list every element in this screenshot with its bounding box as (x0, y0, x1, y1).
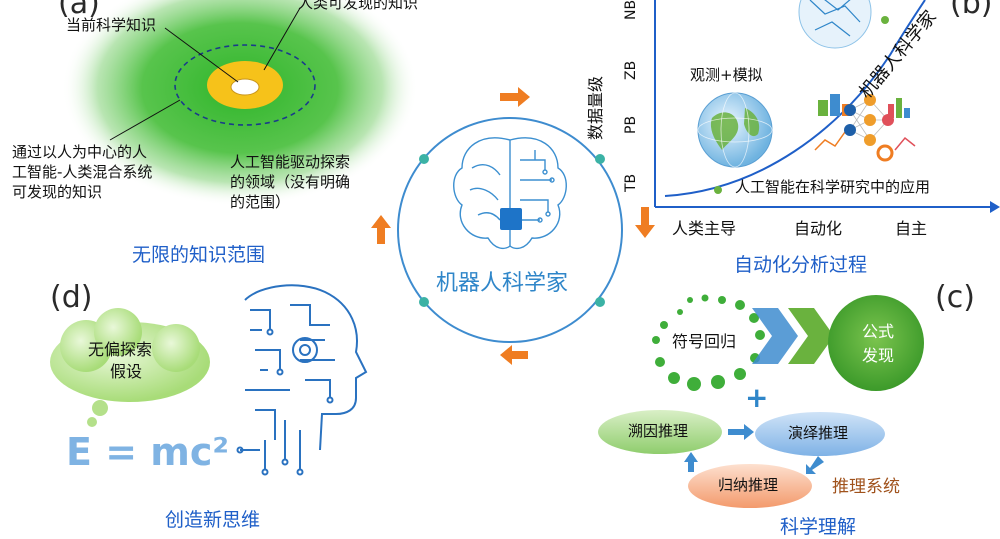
label-ai-line2: 的领域（没有明确 (230, 173, 351, 191)
arrow-top (500, 87, 530, 107)
inductive-box[interactable] (688, 464, 812, 508)
panel-label-d: (d) (50, 280, 93, 315)
label-ai-line1: 人工智能驱动探索 (230, 153, 351, 171)
label-hybrid-line3: 可发现的知识 (12, 183, 103, 201)
label-ai-line3: 的范围） (230, 193, 291, 211)
label-inductive: 归纳推理 (718, 476, 779, 494)
thought-line2: 假设 (110, 362, 143, 381)
curve-point-1 (714, 186, 722, 194)
title-panel-a: 无限的知识范围 (132, 244, 266, 266)
connector-dot-left (419, 154, 429, 164)
arrow-right-down (635, 207, 655, 238)
connector-dot-bottom-left (419, 297, 429, 307)
formula-discovery-bubble (828, 295, 924, 391)
title-panel-b: 自动化分析过程 (734, 254, 868, 276)
plus-sign: + (745, 381, 769, 414)
arrow-deductive-inductive (806, 456, 824, 474)
equation: E = mc² (66, 430, 230, 474)
y-tick-nb: NB (623, 0, 639, 20)
label-abductive: 溯因推理 (628, 422, 689, 440)
y-tick-zb: ZB (623, 60, 639, 80)
robot-scientist-curve (664, 0, 926, 197)
deductive-box[interactable] (755, 412, 885, 456)
y-tick-tb: TB (623, 173, 639, 192)
arrow-bottom (500, 345, 528, 365)
curve-point-3 (881, 16, 889, 24)
thought-line1: 无偏探索 (88, 340, 153, 359)
title-panel-c: 科学理解 (780, 516, 857, 538)
label-hybrid-line1: 通过以人为中心的人 (12, 143, 148, 161)
x-tick-human-led: 人类主导 (672, 219, 737, 238)
symbolic-regression-dots (652, 294, 765, 391)
neural-network-icon (814, 94, 916, 162)
circuit-head-icon (236, 284, 368, 476)
chevron-arrow-icon (752, 308, 834, 364)
title-panel-d: 创造新思维 (165, 509, 261, 531)
thought-cloud-icon (50, 308, 210, 427)
label-ai-application: 人工智能在科学研究中的应用 (735, 178, 931, 196)
network-sphere-icon (798, 0, 872, 49)
formula-line2: 发现 (862, 346, 895, 365)
label-symbolic-regression: 符号回归 (672, 332, 737, 351)
arrow-abductive-deductive (728, 424, 754, 440)
y-axis-label: 数据量级 (586, 75, 605, 140)
chip-square (500, 208, 522, 230)
label-current-knowledge: 当前科学知识 (66, 16, 157, 34)
current-knowledge-area (230, 78, 260, 96)
panel-label-c: (c) (935, 280, 975, 315)
label-deductive: 演绎推理 (788, 424, 849, 442)
abductive-box[interactable] (598, 410, 722, 454)
panel-label-a: (a) (58, 0, 100, 21)
formula-line1: 公式 (862, 322, 895, 341)
label-reasoning-system: 推理系统 (832, 477, 900, 497)
x-axis-arrowhead (990, 201, 1000, 213)
label-hybrid-line2: 工智能-人类混合系统 (12, 163, 153, 181)
pointer-hybrid (109, 99, 181, 141)
hybrid-knowledge-boundary (174, 44, 316, 126)
connector-dot-right (595, 154, 605, 164)
label-human-discoverable: 人类可发现的知识 (298, 0, 419, 12)
connector-dot-bottom-right (595, 297, 605, 307)
arrow-left-up (371, 215, 391, 244)
pointer-human (263, 7, 301, 71)
pointer-current (164, 27, 239, 83)
globe-icon (697, 92, 773, 168)
title-center: 机器人科学家 (436, 271, 569, 296)
x-tick-autonomous: 自主 (895, 219, 928, 238)
x-tick-automation: 自动化 (794, 219, 843, 238)
label-observe-simulate: 观测+模拟 (690, 66, 763, 84)
panel-label-b: (b) (950, 0, 993, 21)
y-tick-pb: PB (623, 115, 639, 134)
arrow-inductive-abductive (684, 452, 698, 472)
